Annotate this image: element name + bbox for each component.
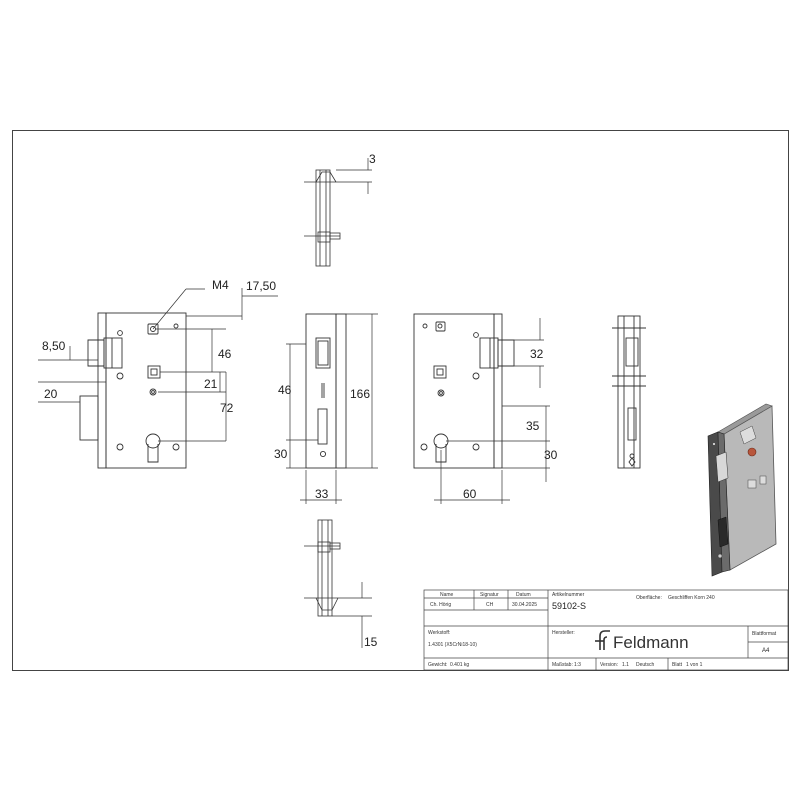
dim-label-32: 32 <box>530 347 544 361</box>
tb-drawn-name: Ch. Hörig <box>430 602 451 608</box>
tb-sheet-label: Blatt <box>672 662 683 668</box>
front-right-dimensions <box>434 318 550 504</box>
feldmann-logo <box>595 630 610 650</box>
tb-surface-label: Oberfläche: <box>636 595 662 601</box>
drawing-frame <box>12 130 789 671</box>
front-view-left <box>79 312 187 469</box>
tb-col-datum: Datum <box>516 592 531 598</box>
tb-version-value: 1.1 <box>622 662 629 668</box>
front-left-dimensions <box>38 288 278 442</box>
tb-col-signatur: Signatur <box>480 592 499 598</box>
dim-label-30-right: 30 <box>544 448 558 462</box>
tb-weight-label: Gewicht: <box>428 662 447 668</box>
tb-material-label: Werkstoff: <box>428 630 450 636</box>
tb-drawn-sig: CH <box>486 602 494 608</box>
dim-label-30-mid: 30 <box>274 447 288 461</box>
tb-manufacturer-label: Hersteller: <box>552 630 575 636</box>
lock-3d-render <box>707 403 777 577</box>
brand-name: Feldmann <box>613 633 689 652</box>
tb-col-name: Name <box>440 592 454 598</box>
dim-label-15: 15 <box>364 635 378 649</box>
bottom-view <box>304 519 341 617</box>
side-view-dimensions <box>286 313 378 504</box>
dim-label-850: 8,50 <box>42 339 66 353</box>
dim-label-21: 21 <box>204 377 218 391</box>
dim-gap-15 <box>332 582 372 648</box>
tb-sheet-format-value: A4 <box>762 648 770 654</box>
front-view-right <box>413 313 515 469</box>
tb-language: Deutsch <box>636 662 655 668</box>
dim-gap-3: 3 <box>336 152 376 194</box>
tb-article-number: 59102-S <box>552 601 586 611</box>
dim-label-166: 166 <box>350 387 370 401</box>
dim-label-35: 35 <box>526 419 540 433</box>
tb-material-value: 1.4301 (X5CrNi18-10) <box>428 642 477 648</box>
tb-scale-value: 1:3 <box>574 662 581 668</box>
dim-label-1750: 17,50 <box>246 279 276 293</box>
tb-weight-value: 0.401 kg <box>450 662 469 668</box>
dim-label-60: 60 <box>463 487 477 501</box>
tb-surface-value: Geschliffen Korn 240 <box>668 595 715 601</box>
tb-drawn-date: 30.04.2025 <box>512 602 537 608</box>
tb-version-label: Version: <box>600 662 618 668</box>
dim-label-46-left: 46 <box>218 347 232 361</box>
tb-article-label: Artikelnummer <box>552 592 585 598</box>
tb-sheet-format-label: Blattformat <box>752 631 777 637</box>
edge-view <box>612 315 646 469</box>
top-view <box>304 169 341 267</box>
title-block <box>423 589 789 671</box>
dim-label-3: 3 <box>369 152 376 166</box>
dim-label-33: 33 <box>315 487 329 501</box>
tb-sheet-value: 1 von 1 <box>686 662 703 668</box>
side-view-faceplate <box>305 313 347 469</box>
dim-label-72: 72 <box>220 401 234 415</box>
dim-label-m4: M4 <box>212 278 229 292</box>
dim-label-46-mid: 46 <box>278 383 292 397</box>
tb-scale-label: Maßstab: <box>552 662 573 668</box>
dim-label-20: 20 <box>44 387 58 401</box>
